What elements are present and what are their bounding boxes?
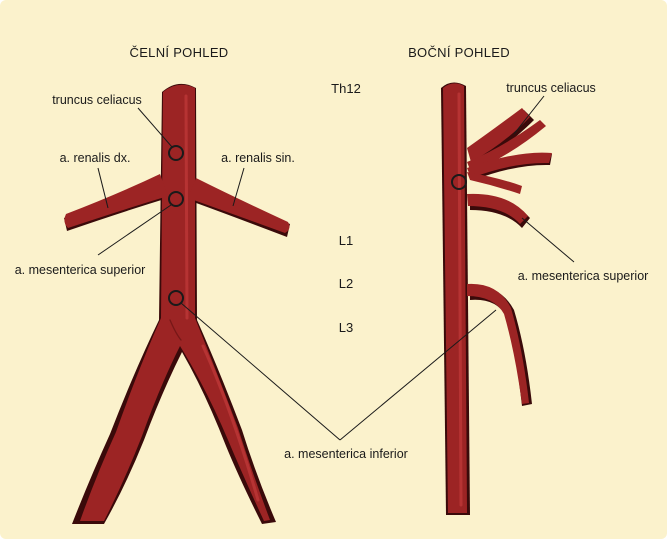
label-truncus-celiacus-front: truncus celiacus xyxy=(52,93,142,107)
side-view-title: BOČNÍ POHLED xyxy=(408,45,510,60)
label-mesenterica-superior-front: a. mesenterica superior xyxy=(15,263,146,277)
front-view-title: ČELNÍ POHLED xyxy=(130,45,229,60)
vertebra-l2: L2 xyxy=(339,276,353,291)
label-mesenterica-inferior: a. mesenterica inferior xyxy=(284,447,408,461)
label-renalis-sin: a. renalis sin. xyxy=(221,151,295,165)
vertebra-l1: L1 xyxy=(339,233,353,248)
label-truncus-celiacus-side: truncus celiacus xyxy=(506,81,596,95)
label-renalis-dx: a. renalis dx. xyxy=(60,151,131,165)
label-mesenterica-superior-side: a. mesenterica superior xyxy=(518,269,649,283)
vertebra-th12: Th12 xyxy=(331,81,361,96)
vertebra-l3: L3 xyxy=(339,320,353,335)
